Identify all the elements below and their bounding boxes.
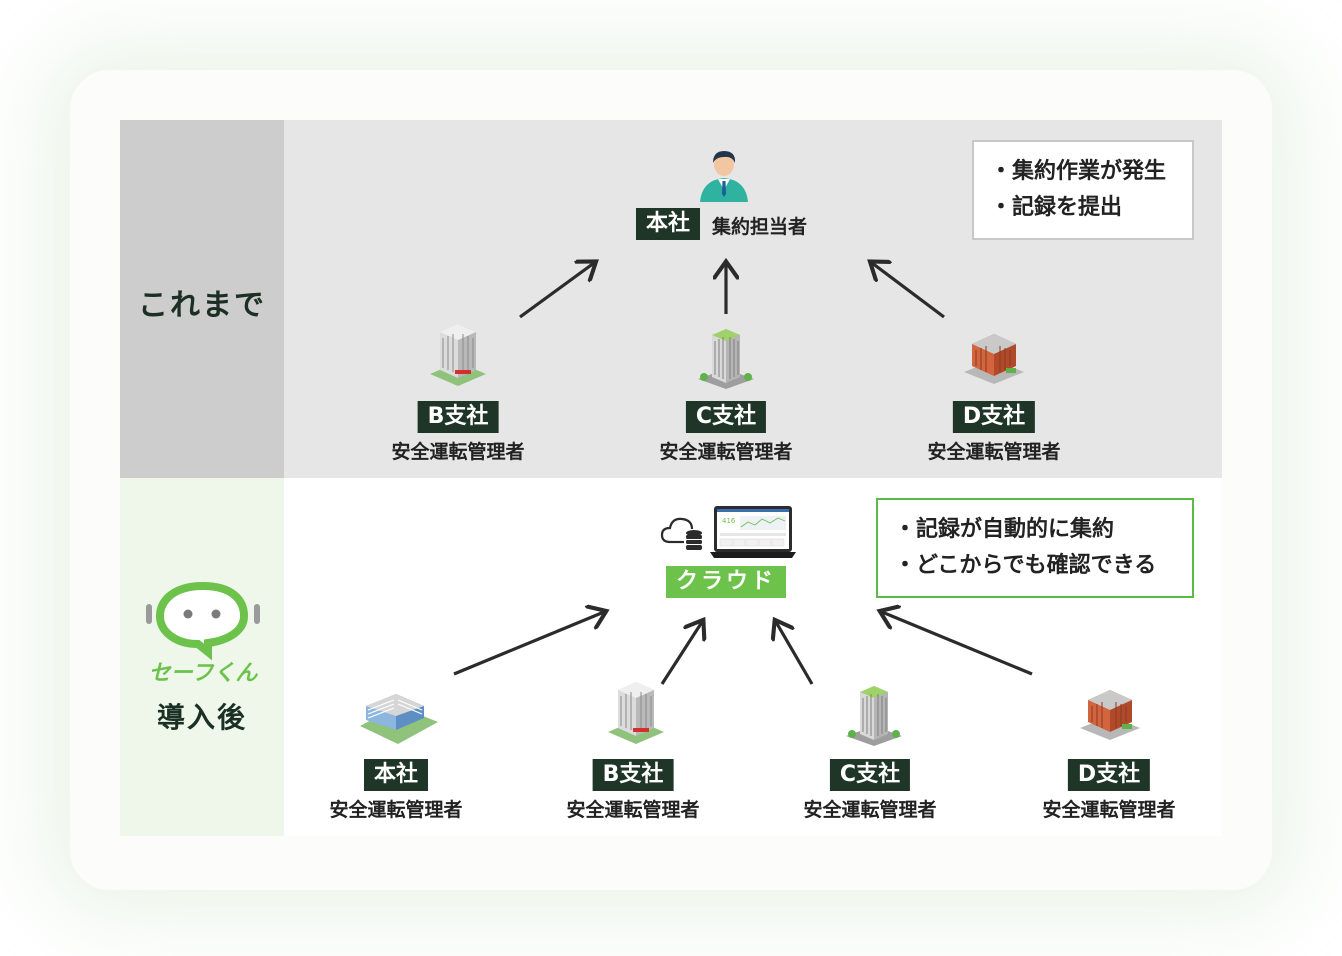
- building-c-icon: [698, 329, 754, 389]
- building-b2-icon: [608, 682, 664, 744]
- building-d-icon: [964, 334, 1024, 384]
- arrow-b-to-cloud: [660, 622, 702, 685]
- before-panel: これまで 本社 集約担当者 ・集約作業が発生 ・記録を提出: [120, 120, 1222, 478]
- office-c-tag: C支社: [829, 759, 911, 791]
- branch-d-tag: D支社: [952, 401, 1036, 433]
- hq-role: 集約担当者: [712, 216, 808, 238]
- before-side: これまで: [120, 120, 284, 478]
- hq-tag: 本社: [635, 208, 701, 240]
- office-d-role: 安全運転管理者: [1042, 799, 1176, 821]
- arrow-b-to-hq: [519, 263, 594, 319]
- office-b-tag: B支社: [592, 759, 674, 791]
- cloud-tag: クラウド: [665, 566, 787, 598]
- after-label: 導入後: [156, 701, 247, 734]
- after-note-1: ・記録が自動的に集約: [894, 517, 1115, 542]
- after-note-2: ・どこからでも確認できる: [894, 553, 1157, 578]
- branch-c-role: 安全運転管理者: [659, 441, 793, 463]
- building-c2-icon: [846, 686, 902, 746]
- building-hq-icon: [360, 694, 438, 744]
- before-notes: ・集約作業が発生 ・記録を提出: [972, 140, 1194, 240]
- office-hq-tag: 本社: [363, 759, 429, 791]
- before-note-1: ・集約作業が発生: [990, 159, 1167, 184]
- office-hq-role: 安全運転管理者: [329, 799, 463, 821]
- branch-b-role: 安全運転管理者: [391, 441, 525, 463]
- person-icon: [700, 151, 748, 202]
- arrow-c-to-cloud: [776, 622, 814, 685]
- laptop-screen-value: 416: [722, 517, 736, 525]
- office-b-role: 安全運転管理者: [566, 799, 700, 821]
- cloud-database-icon: [660, 517, 702, 550]
- building-b-icon: [430, 324, 486, 386]
- office-d-tag: D支社: [1067, 759, 1151, 791]
- office-c-role: 安全運転管理者: [803, 799, 937, 821]
- before-note-2: ・記録を提出: [990, 195, 1123, 220]
- logo-text: セーフくん: [149, 661, 259, 686]
- building-d2-icon: [1080, 690, 1140, 740]
- branch-d-role: 安全運転管理者: [927, 441, 1061, 463]
- branch-c-tag: C支社: [685, 401, 767, 433]
- after-notes: ・記録が自動的に集約 ・どこからでも確認できる: [876, 498, 1194, 598]
- branch-b-tag: B支社: [417, 401, 499, 433]
- arrow-d-to-cloud: [882, 612, 1033, 676]
- before-arrows: [519, 120, 945, 319]
- laptop-dashboard-icon: 416: [710, 506, 796, 558]
- arrow-d-to-hq: [872, 263, 945, 319]
- arrow-hq-to-cloud: [453, 612, 604, 676]
- safe-kun-logo-icon: セーフくん: [146, 581, 260, 686]
- after-side: セーフくん 導入後: [120, 478, 284, 836]
- before-label: これまで: [138, 288, 266, 323]
- after-arrows: [453, 478, 1033, 685]
- after-panel: セーフくん 導入後 416 クラウド ・記録が自動的に集約 ・どこからでも確認で…: [120, 478, 1222, 836]
